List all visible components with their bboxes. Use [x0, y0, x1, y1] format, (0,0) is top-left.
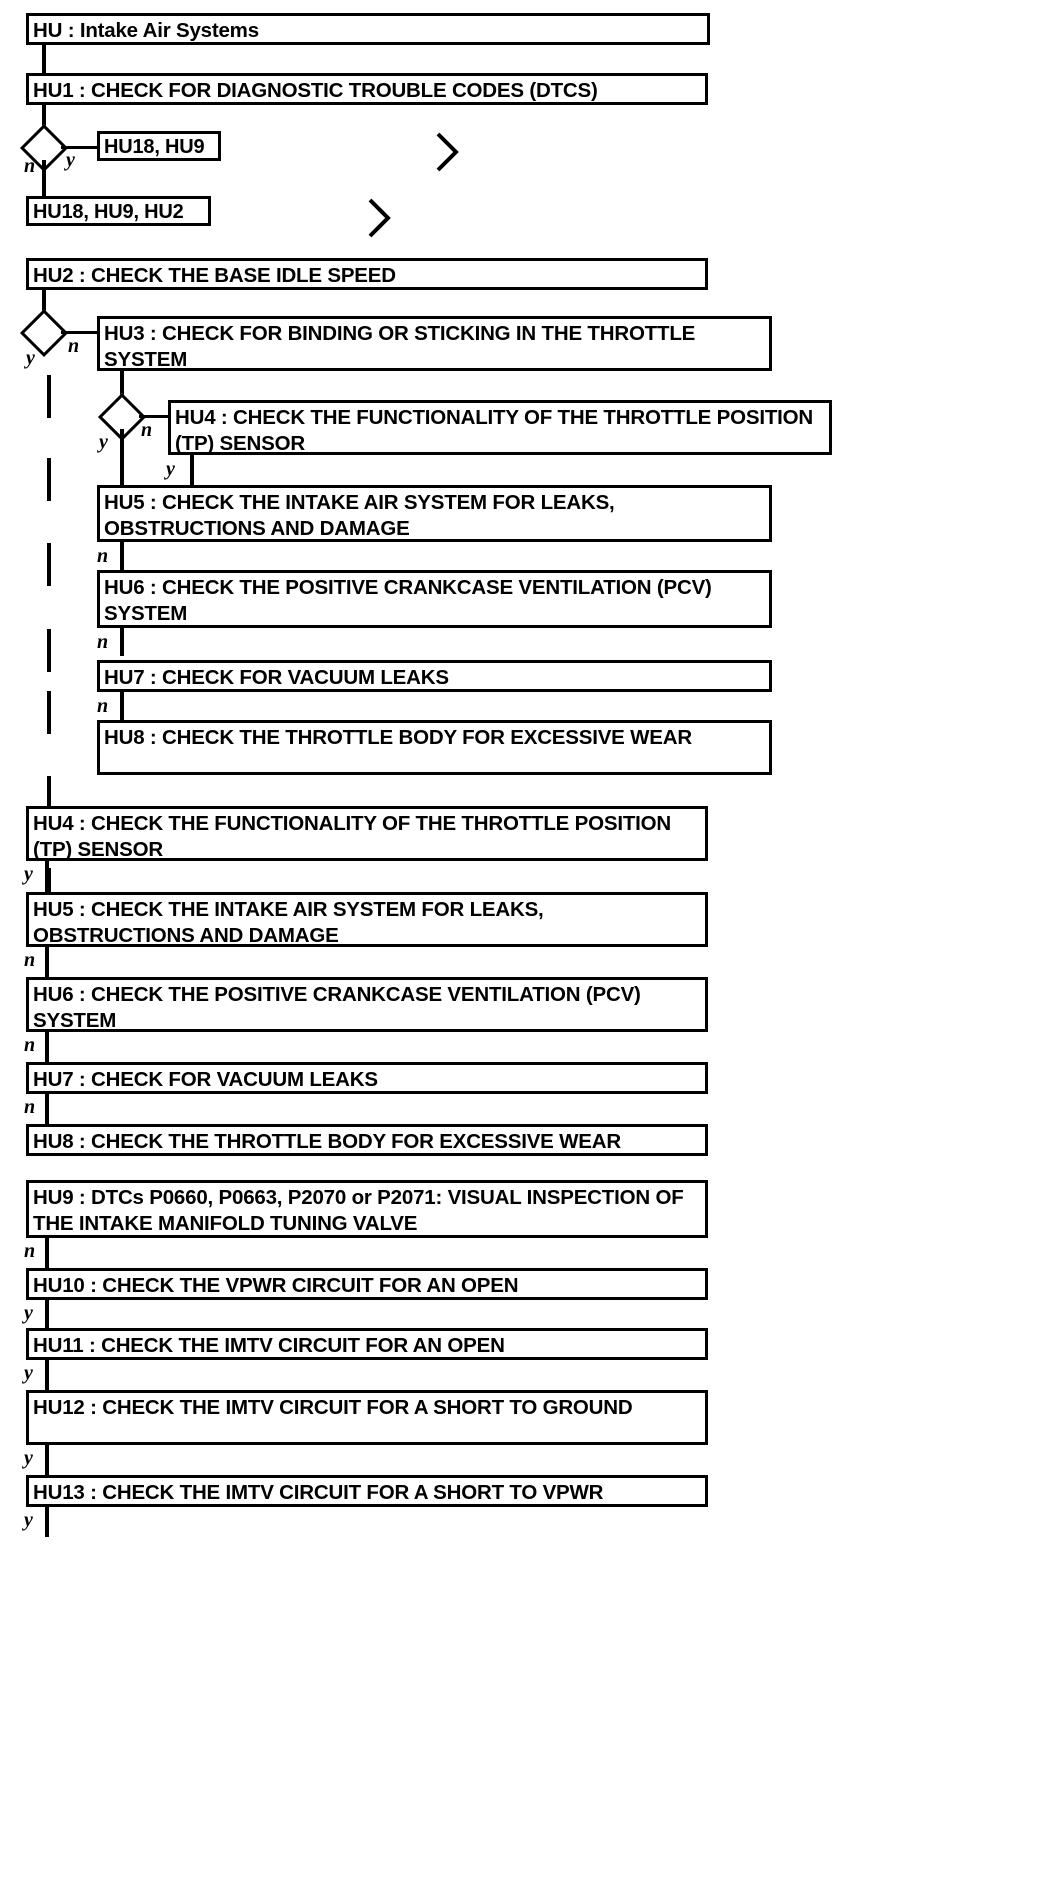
branch-label-y-hu13: y: [24, 1509, 33, 1531]
node-hu3[interactable]: HU3 : CHECK FOR BINDING OR STICKING IN T…: [97, 316, 772, 371]
connector-hu6n-hu7n: [120, 628, 124, 656]
node-hu4-main[interactable]: HU4 : CHECK THE FUNCTIONALITY OF THE THR…: [26, 806, 708, 861]
connector-hu7m-hu8m: [45, 1094, 49, 1124]
node-hu8-main[interactable]: HU8 : CHECK THE THROTTLE BODY FOR EXCESS…: [26, 1124, 708, 1156]
spine-hu2-yes-seg7: [47, 868, 51, 908]
connector-hu6m-hu7m: [45, 1032, 49, 1062]
branch-label-n-hu7-main: n: [24, 1096, 36, 1118]
branch-label-y-hu12: y: [24, 1447, 33, 1469]
connector-hu4n-hu5n: [190, 455, 194, 485]
branch-label-y-hu4-main: y: [24, 863, 33, 885]
connector-hu3-decision3: [120, 371, 124, 401]
connector-hu11-hu12: [45, 1360, 49, 1390]
node-hu5-main[interactable]: HU5 : CHECK THE INTAKE AIR SYSTEM FOR LE…: [26, 892, 708, 947]
connector-hu5n-hu6n: [120, 542, 124, 570]
branch-label-n1: n: [24, 155, 36, 177]
connector-decision1-yes: [61, 146, 99, 149]
connector-decision2-no: [61, 331, 99, 334]
branch-label-y1: y: [66, 149, 75, 171]
node-hu4-nested[interactable]: HU4 : CHECK THE FUNCTIONALITY OF THE THR…: [168, 400, 832, 455]
branch-label-n4: n: [97, 545, 109, 567]
branch-label-y4: y: [166, 458, 175, 480]
connector-hu10-hu11: [45, 1300, 49, 1330]
connector-hu5m-hu6m: [45, 947, 49, 977]
connector-hu4m-hu5m: [45, 861, 49, 892]
branch-label-n3: n: [141, 419, 153, 441]
node-hu6-main[interactable]: HU6 : CHECK THE POSITIVE CRANKCASE VENTI…: [26, 977, 708, 1032]
node-ref-hu18-hu9-hu2[interactable]: HU18, HU9, HU2: [26, 196, 211, 226]
node-hu8-nested[interactable]: HU8 : CHECK THE THROTTLE BODY FOR EXCESS…: [97, 720, 772, 775]
branch-label-n-hu9: n: [24, 1240, 36, 1262]
connector-decision1-no: [42, 160, 46, 196]
node-hu6-nested[interactable]: HU6 : CHECK THE POSITIVE CRANKCASE VENTI…: [97, 570, 772, 628]
node-hu7-nested[interactable]: HU7 : CHECK FOR VACUUM LEAKS: [97, 660, 772, 692]
connector-hu1-decision1: [42, 105, 46, 132]
chevron-icon-2: [366, 196, 392, 240]
branch-label-n2: n: [68, 335, 80, 357]
spine-hu2-yes-seg6: [47, 776, 51, 819]
node-hu2[interactable]: HU2 : CHECK THE BASE IDLE SPEED: [26, 258, 708, 290]
connector-hu13-next: [45, 1507, 49, 1537]
connector-root-hu1: [42, 45, 46, 73]
node-ref-hu18-hu9[interactable]: HU18, HU9: [97, 131, 221, 161]
connector-hu12-hu13: [45, 1445, 49, 1475]
branch-label-y-hu10: y: [24, 1302, 33, 1324]
connector-decision3-yes: [120, 429, 124, 485]
spine-hu2-yes-seg5: [47, 691, 51, 734]
branch-label-n5: n: [97, 631, 109, 653]
node-hu1[interactable]: HU1 : CHECK FOR DIAGNOSTIC TROUBLE CODES…: [26, 73, 708, 105]
branch-label-y3: y: [99, 431, 108, 453]
node-hu10[interactable]: HU10 : CHECK THE VPWR CIRCUIT FOR AN OPE…: [26, 1268, 708, 1300]
branch-label-n6: n: [97, 695, 109, 717]
connector-hu7n-hu8n: [120, 692, 124, 720]
node-hu9[interactable]: HU9 : DTCs P0660, P0663, P2070 or P2071:…: [26, 1180, 708, 1238]
connector-hu2-decision2: [42, 290, 46, 317]
chevron-icon-1: [434, 130, 460, 174]
node-hu12[interactable]: HU12 : CHECK THE IMTV CIRCUIT FOR A SHOR…: [26, 1390, 708, 1445]
spine-hu2-yes-seg4: [47, 629, 51, 672]
connector-hu9-hu10: [45, 1238, 49, 1268]
branch-label-y2: y: [26, 347, 35, 369]
node-hu13[interactable]: HU13 : CHECK THE IMTV CIRCUIT FOR A SHOR…: [26, 1475, 708, 1507]
node-hu5-nested[interactable]: HU5 : CHECK THE INTAKE AIR SYSTEM FOR LE…: [97, 485, 772, 542]
spine-hu2-yes-seg1: [47, 375, 51, 418]
spine-hu2-yes-seg3: [47, 543, 51, 586]
node-root[interactable]: HU : Intake Air Systems: [26, 13, 710, 45]
connector-decision3-no: [139, 415, 169, 418]
branch-label-n-hu5-main: n: [24, 949, 36, 971]
node-hu7-main[interactable]: HU7 : CHECK FOR VACUUM LEAKS: [26, 1062, 708, 1094]
branch-label-n-hu6-main: n: [24, 1034, 36, 1056]
node-hu11[interactable]: HU11 : CHECK THE IMTV CIRCUIT FOR AN OPE…: [26, 1328, 708, 1360]
spine-hu2-yes-seg2: [47, 458, 51, 501]
branch-label-y-hu11: y: [24, 1362, 33, 1384]
